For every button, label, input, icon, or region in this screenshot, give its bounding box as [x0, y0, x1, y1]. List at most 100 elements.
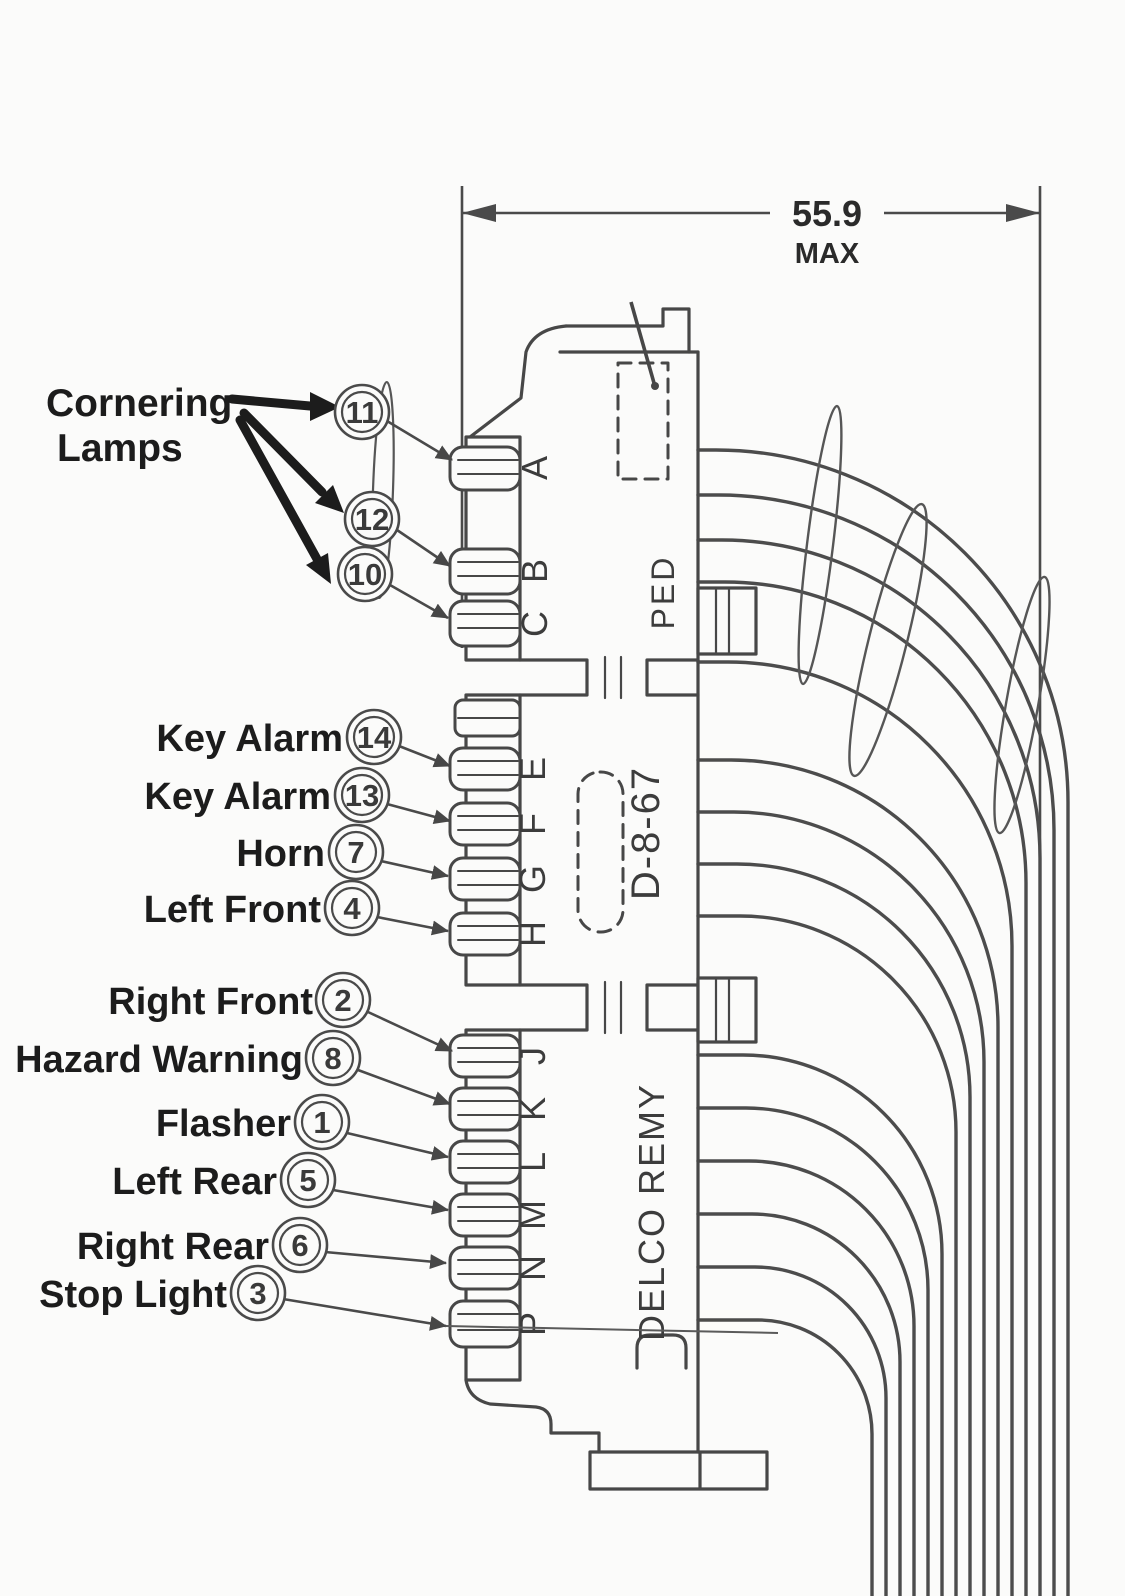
terminal-tab-H — [448, 911, 522, 957]
mounting-hole-pointer — [629, 301, 659, 390]
leader-line — [380, 859, 450, 880]
callout-label-flasher: Flasher — [156, 1103, 291, 1145]
connector-top-bar — [564, 307, 700, 354]
dimension-arrow-left — [462, 204, 496, 222]
wire-number-circle-inner — [330, 886, 374, 930]
terminal-letter-H: H — [512, 921, 553, 947]
cornering-circles — [333, 383, 401, 603]
pointer-tip — [651, 382, 659, 390]
wire-number-circle-inner — [300, 1100, 344, 1144]
wire-number-circle-inner — [286, 1158, 330, 1202]
terminal-tab-G — [448, 856, 522, 902]
wire-number-circle-inner — [278, 1223, 322, 1267]
tape-wrap-loop — [797, 404, 843, 686]
right-boss-ribs — [714, 586, 731, 1044]
section-neck-lower — [518, 983, 700, 1032]
callout-label-key-alarm-14: Key Alarm — [156, 718, 343, 760]
terminal-tab-N — [448, 1245, 522, 1291]
callout-label-stop-light: Stop Light — [39, 1274, 227, 1316]
leader-line — [398, 744, 451, 768]
wire — [696, 1159, 916, 1596]
cornering-arrowheads — [306, 392, 344, 584]
cornering-arrow-shaft — [235, 415, 322, 564]
terminal-tab-B — [448, 547, 522, 596]
wire-bundle — [696, 448, 1070, 1596]
terminal-letter-J: J — [512, 1047, 553, 1065]
wire — [696, 660, 1014, 1596]
terminal-tab-K — [448, 1086, 522, 1132]
wire-number: 13 — [345, 778, 379, 813]
leader-line — [396, 528, 451, 568]
terminal-letter-P: P — [512, 1312, 553, 1336]
cornering-label-line1: Cornering — [46, 382, 232, 425]
wire-number: 7 — [347, 835, 364, 870]
terminal-letters: A B C E F G H J K L M N P — [512, 456, 555, 1336]
terminal-tab-A — [448, 445, 522, 492]
date-code-marking: D-8-67 — [624, 766, 668, 900]
section-neck-ribs — [603, 655, 623, 1035]
terminal-letter-L: L — [512, 1152, 553, 1172]
terminal-blade-lines — [457, 459, 519, 1331]
section-neck-upper — [518, 658, 700, 697]
callout-circles — [229, 708, 403, 1322]
terminal-letter-A: A — [514, 456, 555, 480]
wire — [696, 1053, 944, 1596]
leader-line — [324, 1250, 448, 1269]
dashed-slot — [576, 770, 625, 934]
brand-marking: DELCO REMY — [631, 1083, 672, 1341]
terminal-tab-E — [448, 746, 522, 792]
callout-label-left-front: Left Front — [144, 889, 322, 931]
wire — [696, 1318, 874, 1596]
terminal-tab-L — [448, 1139, 522, 1185]
terminal-letter-E: E — [512, 757, 553, 781]
right-boss-upper — [696, 586, 758, 656]
wire-number: 11 — [346, 395, 379, 430]
dashed-mounting-hole — [616, 361, 670, 481]
connector-bottom-profile — [464, 1378, 601, 1454]
leader-line — [386, 419, 453, 462]
callout-numbers: 14 13 7 4 2 8 1 5 6 3 — [249, 720, 392, 1311]
wire — [696, 758, 1000, 1596]
cornering-arrowhead — [315, 485, 344, 513]
terminal-tab-P — [448, 1299, 522, 1349]
wire-number: 1 — [313, 1105, 330, 1140]
wire-number-circle-inner — [236, 1271, 280, 1315]
wire-number: 3 — [249, 1276, 266, 1311]
wire-number: 2 — [334, 983, 351, 1018]
cornering-arrowhead — [310, 392, 340, 421]
wire — [696, 1106, 930, 1596]
wire-number-circle-inner — [340, 773, 384, 817]
terminal-tab-M — [448, 1192, 522, 1238]
cornering-arrow-shaft — [239, 408, 327, 497]
connector-body — [448, 307, 769, 1491]
dimension-arrow-right — [1006, 204, 1040, 222]
leader-line — [346, 1131, 450, 1161]
wire — [696, 914, 958, 1596]
leader-line — [367, 1010, 453, 1053]
wire-number-circle-inner — [311, 1036, 355, 1080]
leader-line — [376, 915, 450, 936]
terminal-tab-C — [448, 599, 522, 648]
wire-number: 5 — [299, 1163, 316, 1198]
cornering-arrow-shaft — [227, 394, 315, 411]
terminal-letter-B: B — [514, 559, 555, 583]
harness-tape-wraps — [797, 404, 1051, 835]
terminal-letter-F: F — [512, 813, 553, 835]
wire-number: 4 — [343, 891, 361, 926]
wire — [696, 862, 972, 1596]
wire — [696, 448, 1070, 1596]
leader-line — [282, 1297, 448, 1331]
cornering-lamps-callout: Cornering Lamps 11 12 10 — [46, 382, 453, 620]
callout-label-hazard-warning: Hazard Warning — [15, 1039, 303, 1081]
wire — [696, 493, 1056, 1596]
wire-number-circle-inner — [350, 497, 394, 541]
connector-bottom-bar — [588, 1450, 769, 1491]
wire-number-circle-inner — [334, 830, 378, 874]
callout-label-horn: Horn — [236, 833, 325, 875]
leader-line — [389, 583, 449, 620]
terminal-letter-N: N — [512, 1255, 553, 1281]
terminal-tab-F — [448, 801, 522, 847]
callout-label-key-alarm-13: Key Alarm — [144, 776, 331, 818]
cornering-label-line2: Lamps — [57, 427, 183, 470]
